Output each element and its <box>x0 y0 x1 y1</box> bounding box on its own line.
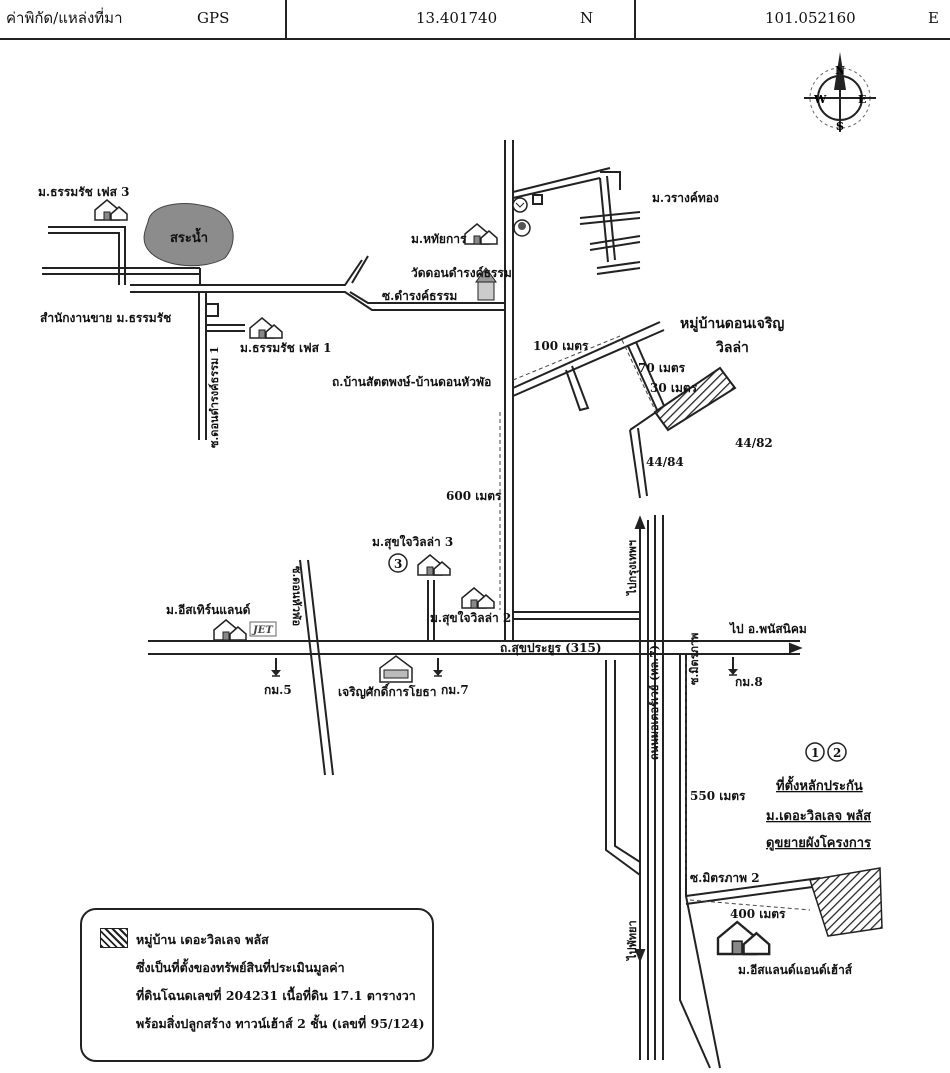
legend-line-3: ที่ดินโฉนดเลขที่ 204231 เนื้อที่ดิน 17.1… <box>136 988 416 1003</box>
label-road-sukhumvit: ถนนมอเตอร์เวย์ (ทล.7) <box>648 645 661 760</box>
label-tharmaraj-1: ม.ธรรมรัช เฟส 1 <box>240 341 331 355</box>
latitude-value: 13.401740 <box>416 9 498 27</box>
label-dist-30: 30 เมตร <box>650 381 698 395</box>
divider <box>634 0 636 38</box>
label-temple: วัดดอนดำรงค์ธรรม <box>411 266 512 280</box>
label-to-pattaya: ไปพัทยา <box>625 920 639 962</box>
house-icon <box>461 587 495 609</box>
label-tharmaraj-3: ม.ธรรมรัช เฟส 3 <box>38 185 129 199</box>
label-to-bangkok: ไปกรุงเทพฯ <box>625 540 640 597</box>
label-pond: สระน้ำ <box>170 227 208 246</box>
label-sales-office: สำนักงานขาย ม.ธรรมรัช <box>40 311 171 325</box>
label-eastern-land: ม.อีสเทิร์นแลนด์ <box>166 603 251 617</box>
latitude-direction: N <box>580 9 594 27</box>
label-4482: 44/82 <box>735 436 773 450</box>
distance-markers <box>499 335 811 911</box>
label-km5: กม.5 <box>264 683 292 697</box>
label-road-ban-sattaphong: ถ.บ้านสัตตพงษ์-บ้านดอนหัวฬ่อ <box>332 375 491 389</box>
temple-icon <box>475 267 497 301</box>
label-soi-donhualo: ซ.ดอนหัวฬ่อ <box>290 566 303 626</box>
label-warangthong: ม.วรางค์ทอง <box>652 191 719 205</box>
compass-w: W <box>813 93 827 106</box>
label-soi-damrongtham: ซ.ดำรงค์ธรรม <box>382 289 457 303</box>
label-4484: 44/84 <box>646 455 684 469</box>
shrine-icon <box>512 197 528 213</box>
label-soi-mitraphap: ซ.มิตรภาพ <box>688 633 701 685</box>
house-icon <box>94 199 128 221</box>
label-loc-village: ม.เดอะวิลเลจ พลัส <box>766 809 871 824</box>
compass-rose-icon: N S W E <box>804 52 876 133</box>
km-marker-icon <box>270 657 282 677</box>
compass-n: N <box>835 64 845 77</box>
label-dist-600: 600 เมตร <box>446 489 502 503</box>
label-circle-2: 2 <box>833 746 841 760</box>
legend-line-1: หมู่บ้าน เดอะวิลเลจ พลัส <box>136 932 269 947</box>
house-icon <box>716 920 771 956</box>
legend-box: หมู่บ้าน เดอะวิลเลจ พลัส ซึ่งเป็นที่ตั้ง… <box>80 908 434 1062</box>
house-icon <box>213 619 247 641</box>
label-dist-400: 400 เมตร <box>730 907 786 921</box>
longitude-value: 101.052160 <box>765 9 856 27</box>
gps-label: ค่าพิกัด/แหล่งที่มา <box>6 9 123 27</box>
gas-station-logo: JET <box>249 621 277 637</box>
label-dist-100: 100 เมตร <box>533 339 589 353</box>
legend-line-4: พร้อมสิ่งปลูกสร้าง ทาวน์เฮ้าส์ 2 ชั้น (เ… <box>136 1016 425 1031</box>
marker-circle <box>827 742 847 762</box>
pond <box>143 203 234 267</box>
label-shop-charoensak: เจริญศักดิ์การโยธา <box>338 683 436 699</box>
label-dist-70: 70 เมตร <box>638 361 686 375</box>
label-road-sukprayoon: ถ.สุขประยูร (315) <box>500 641 602 656</box>
compass-s: S <box>836 120 844 133</box>
label-soi-donthamrong: ซ.ดอนดำรงค์ธรรม 1 <box>208 346 221 448</box>
compass-e: E <box>858 93 866 106</box>
marker-circle <box>388 553 408 573</box>
label-circle-1: 1 <box>811 746 819 760</box>
house-icon <box>464 223 498 245</box>
label-km7: กม.7 <box>441 683 469 697</box>
house-icon <box>417 554 451 576</box>
jet-logo-text: JET <box>251 625 274 636</box>
label-sukjai-3: ม.สุขใจวิลล่า 3 <box>372 534 453 550</box>
label-km8: กม.8 <box>735 675 763 689</box>
gps-source: GPS <box>197 9 230 27</box>
collateral-plot <box>809 867 883 937</box>
divider <box>285 0 287 38</box>
km-marker-icon <box>727 656 739 676</box>
label-sukjai-2: ม.สุขใจวิลล่า 2 <box>430 610 511 626</box>
gps-bar: ค่าพิกัด/แหล่งที่มา GPS 13.401740 N 101.… <box>0 0 950 40</box>
label-circle-3: 3 <box>394 557 402 571</box>
hatch-swatch-icon <box>100 928 128 948</box>
label-loc-plan: ดูขยายผังโครงการ <box>766 834 871 851</box>
label-harutthakarn: ม.หทัยการ <box>411 232 467 246</box>
roads <box>42 140 821 1069</box>
label-soi-mitraphap-2: ซ.มิตรภาพ 2 <box>690 871 760 885</box>
house-icon <box>249 317 283 339</box>
label-donjaroen-1: หมู่บ้านดอนเจริญ <box>680 316 784 332</box>
legend-line-2: ซึ่งเป็นที่ตั้งของทรัพย์สินที่ประเมินมูล… <box>136 960 345 975</box>
marker-circle <box>805 742 825 762</box>
label-eastland: ม.อีสแลนด์แอนด์เฮ้าส์ <box>738 963 853 977</box>
label-dist-550: 550 เมตร <box>690 789 746 803</box>
tree-icon <box>513 219 531 237</box>
label-to-phanat: ไป อ.พนัสนิคม <box>728 621 807 636</box>
label-donjaroen-2: วิลล่า <box>715 340 749 356</box>
km-marker-icon <box>432 657 444 677</box>
label-loc-title: ที่ตั้งหลักประกัน <box>776 775 863 794</box>
shop-icon <box>379 655 413 683</box>
longitude-direction: E <box>928 9 939 27</box>
